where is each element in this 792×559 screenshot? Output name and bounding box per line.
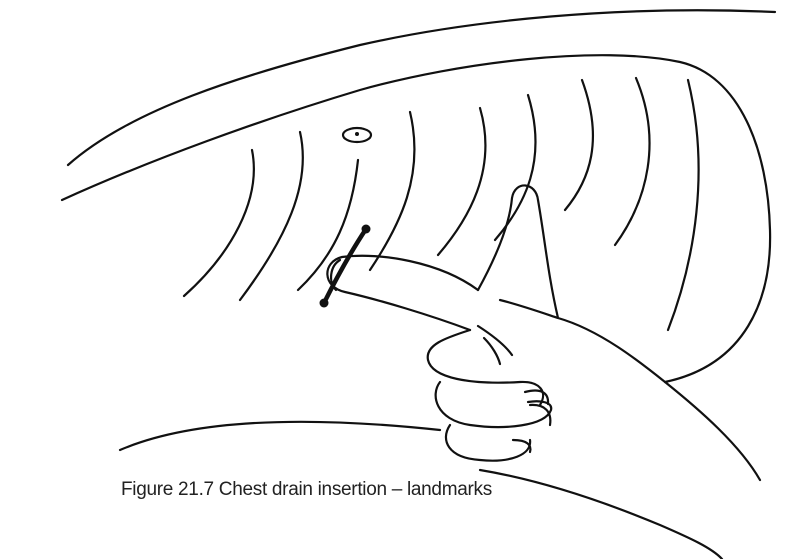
axillary-line bbox=[68, 10, 775, 165]
index-finger bbox=[327, 256, 478, 330]
rib-line bbox=[438, 108, 485, 255]
knuckle-crease bbox=[484, 338, 500, 364]
hand-palm bbox=[558, 318, 760, 480]
lower-torso-outline bbox=[120, 422, 440, 450]
curled-finger-1 bbox=[428, 330, 543, 405]
incision-end-bottom bbox=[320, 299, 329, 308]
incision-end-top bbox=[362, 225, 371, 234]
rib-line bbox=[495, 95, 536, 240]
hand-lower-edge bbox=[480, 470, 722, 559]
rib-line bbox=[240, 132, 303, 300]
rib-line bbox=[184, 150, 254, 296]
rib-line bbox=[565, 80, 593, 210]
figure-caption: Figure 21.7 Chest drain insertion – land… bbox=[121, 479, 492, 501]
rib-line bbox=[370, 112, 414, 270]
curled-finger-3 bbox=[446, 425, 530, 461]
rib-line bbox=[615, 78, 650, 245]
nipple-dot bbox=[355, 132, 359, 136]
rib-line bbox=[668, 80, 699, 330]
